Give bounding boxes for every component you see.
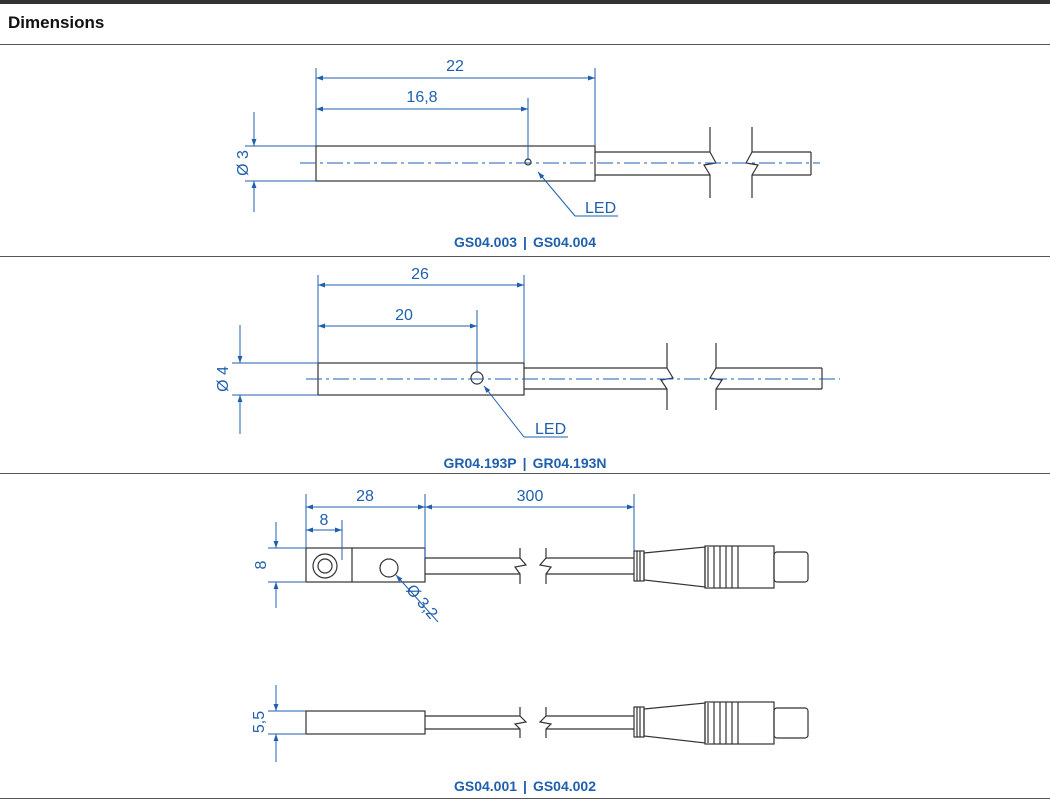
leader-line (483, 385, 525, 438)
mounting-hole (379, 558, 399, 578)
model-number: GR04.193P (443, 455, 517, 471)
sensor-body-side (305, 710, 426, 735)
dimensions-gs04-001-top (268, 494, 635, 623)
cable-break-left (659, 343, 674, 410)
cable-break-right (745, 127, 759, 198)
connector-sleeve (704, 545, 775, 589)
connector-grip (643, 546, 706, 588)
caption-separator: | (523, 778, 527, 794)
caption-separator: | (522, 455, 527, 471)
connector-grip (643, 702, 706, 744)
dim-overall-length: 22 (446, 58, 464, 75)
dim-diameter: Ø 4 (215, 366, 232, 392)
connector-pin-housing (773, 551, 809, 583)
cable-break-left (513, 548, 528, 584)
led-dot (470, 371, 484, 385)
connector-pin-housing (773, 707, 809, 739)
section-divider (0, 44, 1050, 45)
sensor-head (312, 553, 338, 579)
section-divider (0, 798, 1050, 799)
model-number: GR04.193N (532, 455, 607, 471)
page-title: Dimensions (8, 13, 105, 32)
connector-thread (633, 706, 645, 738)
model-number: GS04.002 (532, 778, 597, 794)
leader-line (395, 574, 439, 623)
model-caption: GS04.003 | GS04.004 (0, 234, 1050, 250)
leader-line (537, 171, 576, 217)
cable-break-right (538, 707, 553, 738)
dim-cable-length: 300 (517, 488, 544, 505)
sensor-body (305, 547, 426, 583)
cable-break-right (538, 548, 553, 584)
dim-led-position: 16,8 (406, 89, 437, 106)
dim-height: 8 (253, 560, 270, 569)
model-number: GS04.003 (453, 234, 518, 250)
dimensions-gs04-001-side (268, 685, 306, 762)
drawing-gr04-193 (317, 343, 823, 410)
led-label: LED (535, 421, 566, 438)
section-divider (0, 473, 1050, 474)
caption-separator: | (523, 234, 527, 250)
model-caption: GR04.193P | GR04.193N (0, 455, 1050, 471)
dim-led-position: 20 (395, 307, 413, 324)
connector-sleeve (704, 701, 775, 745)
sensor-head-inner (317, 558, 333, 574)
cable-break-right (709, 343, 724, 410)
drawing-gs04-001-top (305, 547, 634, 584)
dimensions-gs04-003 (245, 68, 820, 217)
dim-side-height: 5,5 (251, 711, 268, 733)
connector-side (633, 701, 809, 745)
dimensions-gr04-193 (232, 275, 840, 438)
connector-top (633, 545, 809, 589)
cable-break-left (513, 707, 528, 738)
cable-break-left (703, 127, 717, 198)
connector-thread (633, 550, 645, 582)
dim-body-length: 28 (356, 488, 374, 505)
dim-hole-offset: 8 (320, 512, 329, 529)
model-number: GS04.001 (453, 778, 518, 794)
dim-diameter: Ø 3 (235, 150, 252, 176)
dim-hole-diameter: Ø 3,2 (402, 582, 440, 623)
top-rule (0, 0, 1050, 4)
model-caption: GS04.001 | GS04.002 (0, 778, 1050, 794)
model-number: GS04.004 (532, 234, 597, 250)
drawing-gs04-001-side (305, 707, 634, 738)
dim-overall-length: 26 (411, 266, 429, 283)
led-label: LED (585, 200, 616, 217)
section-divider (0, 256, 1050, 257)
